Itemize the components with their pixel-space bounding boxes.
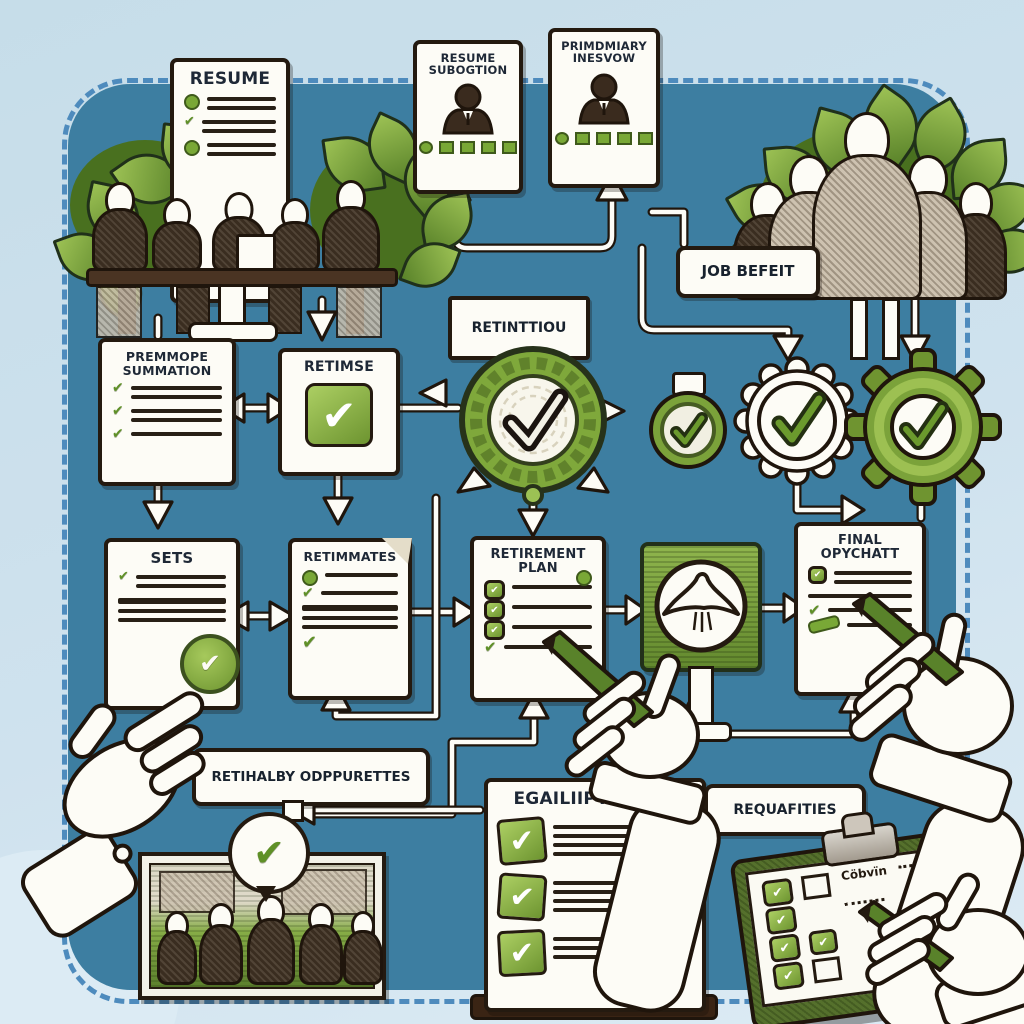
card-preliminary-interview: PRIMDMIARY INESVOW: [548, 28, 660, 188]
card-preliminary-summation: PREMMOPE SUMMATION ✔ ✔ ✔: [98, 338, 236, 486]
doc-line: ✔: [292, 586, 408, 600]
check-icon: ✔: [184, 114, 195, 130]
hand-with-pen: [542, 630, 721, 1013]
photo-image: [149, 863, 383, 989]
retention-badge: [459, 346, 607, 506]
dove-plaque: [640, 542, 762, 672]
doc-line: ✔: [474, 580, 602, 601]
check-icon: ✔: [302, 584, 314, 601]
medal-badge: [649, 391, 727, 469]
dove-icon: [654, 559, 748, 653]
chair-block: [336, 286, 382, 338]
chair-block: [96, 286, 142, 338]
green-dot: [576, 570, 592, 586]
doc-line: [798, 589, 922, 603]
check-icon: ✔: [808, 601, 821, 620]
check-icon: ✔: [253, 831, 285, 875]
check-icon: ✔: [118, 569, 129, 585]
doc-line: ✔: [108, 570, 236, 593]
photo-figure: [299, 903, 343, 985]
building-block: [159, 871, 235, 913]
speech-bubble-tail: [256, 886, 276, 902]
doc-line: ✔: [474, 600, 602, 621]
check-icon: ✔: [490, 604, 499, 616]
card-sets: SETS ✔ ✔: [104, 538, 240, 710]
resume-line: ✔: [174, 115, 286, 138]
pen-tip: [854, 597, 866, 617]
photo-figure: [343, 911, 383, 985]
check-icon: ✔: [321, 390, 357, 440]
card-resume-submission: RESUME SUBOGTION: [413, 40, 523, 194]
check-icon: ✔: [484, 638, 497, 657]
card-title: SETS: [150, 549, 194, 567]
doc-line: ✔: [292, 631, 408, 653]
hand-illustration: [21, 691, 206, 938]
bust-icon: [442, 83, 494, 135]
doc-line: ✔: [102, 381, 232, 404]
check-square-icon: ✔: [305, 383, 373, 448]
retention-text: RETINTTIOU: [471, 319, 567, 336]
hand-with-pen: [858, 872, 1024, 1024]
card-title: PREMMOPE SUMMATION: [122, 349, 212, 378]
photo-figure: [157, 911, 197, 985]
doc-line: ✔: [102, 427, 232, 441]
check-icon: ✔: [813, 570, 822, 581]
pedestal: [218, 284, 246, 328]
rethalby-opportunities-label: RETIHALBY ODPPURETTES: [192, 748, 430, 806]
check-icon: ✔: [112, 426, 124, 442]
check-icon: ✔: [112, 403, 124, 419]
panelist-figure: [322, 180, 380, 272]
check-icon: ✔: [490, 624, 499, 636]
card-title: RETIREMENT PLAN: [490, 547, 586, 577]
card-title: PRIMDMIARY INESVOW: [561, 39, 647, 66]
doc-line: [292, 600, 408, 634]
check-icon: ✔: [490, 584, 499, 596]
pen-tip: [860, 905, 871, 923]
photo-figure: [247, 895, 295, 985]
rosette-badge: [733, 356, 861, 486]
check-icon: ✔: [302, 631, 318, 653]
doc-line: [292, 568, 408, 586]
job-benefit-text: JOB BEFEIT: [701, 262, 795, 281]
photo-figure: [199, 903, 243, 985]
check-icon: ✔: [112, 380, 124, 396]
gear-badge: [844, 348, 1002, 506]
panelist-figure: [92, 182, 148, 272]
doc-line: ✔: [102, 404, 232, 427]
approval-seal: ✔: [180, 634, 240, 694]
pen-tip: [544, 635, 556, 655]
requalifities-label: REQUAFITIES: [704, 784, 866, 836]
bust-icon: [578, 73, 630, 125]
panelist-figure: [152, 198, 202, 272]
resume-title: RESUME: [189, 69, 271, 89]
check-icon: ✔: [199, 649, 221, 679]
doc-line: ✔: [798, 566, 922, 589]
figure-post: [850, 298, 868, 360]
card-title: FINAL OPYCHATT: [820, 533, 900, 563]
doc-line: ✔: [474, 620, 602, 641]
hire-figure: [812, 112, 922, 300]
card-retirements: RETIMMATES ✔ ✔: [288, 538, 412, 700]
card-title: RETIMSE: [303, 359, 375, 375]
resume-line: [174, 138, 286, 161]
figure-post: [882, 298, 900, 360]
panelist-figure: [212, 192, 266, 272]
job-benefit-label: JOB BEFEIT: [676, 246, 820, 298]
card-title: RESUME SUBOGTION: [428, 51, 508, 78]
rethalby-text: RETIHALBY ODPPURETTES: [211, 768, 411, 785]
rating-dots: [552, 131, 656, 145]
requalifities-text: REQUAFITIES: [733, 801, 837, 818]
resume-line: [174, 92, 286, 115]
card-title: RETIMMATES: [303, 549, 397, 564]
card-retimse: RETIMSE ✔: [278, 348, 400, 476]
doc-line: [108, 593, 236, 627]
corner-fold: [382, 538, 412, 564]
rating-dots: [417, 140, 519, 154]
